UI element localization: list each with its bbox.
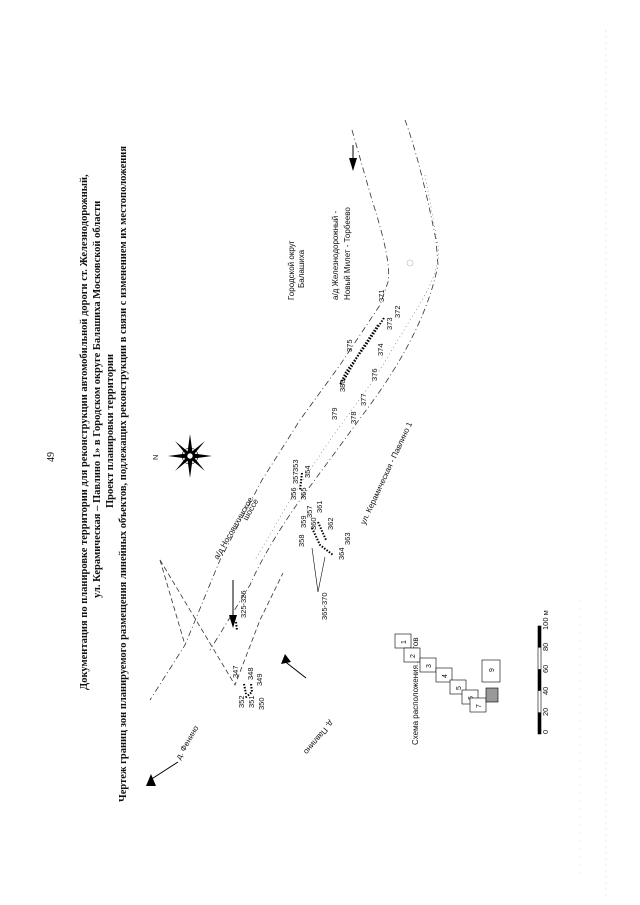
keramicheskaya-label: ул. Керамическая - Павлино 1 [359, 420, 415, 526]
scale-tick: 100 м [541, 610, 550, 630]
point-label: 325-326 [239, 590, 248, 618]
scale-tick: 80 [541, 643, 550, 651]
zone-375-380 [339, 317, 385, 386]
point-label: 371 [377, 289, 386, 302]
zheleznodorozhny-label-1: а/д Железнодорожный - [331, 211, 340, 300]
zheleznodorozhny-label-2: Новый Милет - Торбеево [343, 207, 352, 300]
sheet-number: 5 [456, 686, 463, 690]
city-label-2: Балашиха [297, 249, 306, 288]
sheet-scheme-title: Схема расположения листов [411, 637, 420, 745]
point-label: 350 [257, 697, 266, 710]
zone-365-370-lines [311, 547, 326, 593]
boundary-line-road [254, 174, 439, 561]
point-label: 357 [305, 505, 314, 518]
scale-tick: 40 [541, 687, 550, 695]
point-label: 378 [349, 411, 358, 424]
point-label: 348 [246, 667, 255, 680]
small-marker [406, 259, 414, 267]
boundary-line-outer [209, 119, 439, 651]
point-label: 364 [337, 547, 346, 560]
arrow-nosovikhinskoe-icon [229, 580, 237, 628]
point-label: 354 [303, 465, 312, 478]
point-label: 351 [247, 695, 256, 708]
point-label: 357 [291, 471, 300, 484]
city-label-1: Городской округ [287, 240, 296, 300]
point-label: 377 [359, 393, 368, 406]
point-label: 352 [237, 695, 246, 708]
point-label: 347 [231, 665, 240, 678]
arrow-pavlino-icon [281, 654, 307, 679]
point-label: 379 [330, 407, 339, 420]
point-label: 358 [297, 534, 306, 547]
compass-rose-icon [168, 434, 212, 478]
point-label: 372 [393, 305, 402, 318]
sheet-number: 1 [401, 640, 408, 644]
point-label: 353 [291, 459, 300, 472]
zone-325-326 [235, 621, 238, 631]
arrow-fenino-icon [146, 761, 179, 786]
sheet-scheme: 1 2 3 4 5 6 7 9 [394, 633, 501, 713]
point-label: 361 [315, 500, 324, 513]
boundary-line-inner [149, 129, 390, 701]
point-label: 360 [309, 517, 318, 530]
point-label: 362 [326, 517, 335, 530]
sheet-number: 9 [489, 668, 496, 672]
sheet-number: 2 [410, 654, 417, 658]
point-label: 363 [343, 532, 352, 545]
point-label: 375 [345, 339, 354, 352]
scale-tick: 20 [541, 708, 550, 716]
sheet-number: 7 [476, 704, 483, 708]
point-label: 376 [370, 368, 379, 381]
point-label: 359 [299, 515, 308, 528]
point-label: 349 [255, 673, 264, 686]
sheet-number: 4 [442, 674, 449, 678]
point-label: 374 [376, 343, 385, 356]
scale-tick: 60 [541, 665, 550, 673]
sheet-number: 3 [426, 664, 433, 668]
scale-bar: 0 20 40 60 80 100 м [537, 610, 550, 735]
scale-tick: 0 [541, 730, 550, 734]
arrow-zheleznodorozhny-icon [349, 145, 357, 171]
zone-358-364 [311, 521, 334, 556]
point-label: 373 [385, 317, 394, 330]
zone-353-357 [299, 472, 303, 491]
nosovikhinskoe-boundary [159, 559, 284, 686]
north-label: N [151, 455, 160, 460]
point-label: 355 [299, 487, 308, 500]
point-label: 356 [289, 487, 298, 500]
point-label: 380 [338, 379, 347, 392]
point-label: 365-370 [320, 592, 329, 620]
fenino-label: д. Фенино [174, 724, 201, 761]
pavlino-label: д. Павлино [302, 719, 336, 757]
fenino-boundary [159, 559, 186, 646]
